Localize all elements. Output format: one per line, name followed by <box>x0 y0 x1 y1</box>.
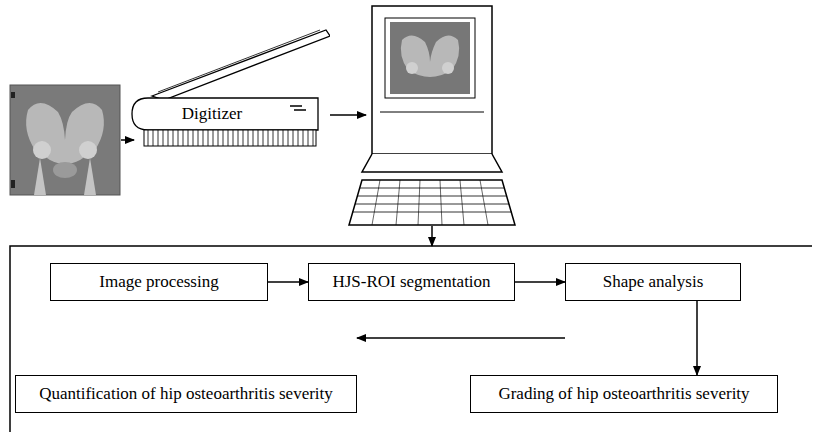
scanner-label-area: Digitizer <box>142 98 282 130</box>
computer <box>349 6 515 225</box>
xray-image <box>10 85 120 195</box>
scanner-node: Digitizer <box>130 26 330 156</box>
process-box: Image processing <box>50 263 268 301</box>
node-label: Image processing <box>99 272 218 292</box>
process-box: HJS-ROI segmentation <box>308 263 515 301</box>
node-label: Digitizer <box>182 104 242 124</box>
flow-arrow <box>515 281 565 283</box>
flow-arrow <box>121 139 134 141</box>
flow-arrow <box>330 114 366 116</box>
process-box: Shape analysis <box>565 263 741 301</box>
flow-arrow <box>357 337 565 339</box>
node-label: Quantification of hip osteoarthritis sev… <box>39 384 333 404</box>
node-label: Grading of hip osteoarthritis severity <box>498 384 749 404</box>
flow-arrow <box>268 281 308 283</box>
flow-arrow <box>431 226 433 246</box>
node-label: HJS-ROI segmentation <box>332 272 490 292</box>
process-box: Grading of hip osteoarthritis severity <box>470 375 778 413</box>
scanner-outline <box>130 26 330 156</box>
node-label: Shape analysis <box>603 272 704 292</box>
flow-arrow <box>696 301 698 375</box>
process-box: Quantification of hip osteoarthritis sev… <box>15 375 357 413</box>
processing-frame <box>10 246 812 432</box>
